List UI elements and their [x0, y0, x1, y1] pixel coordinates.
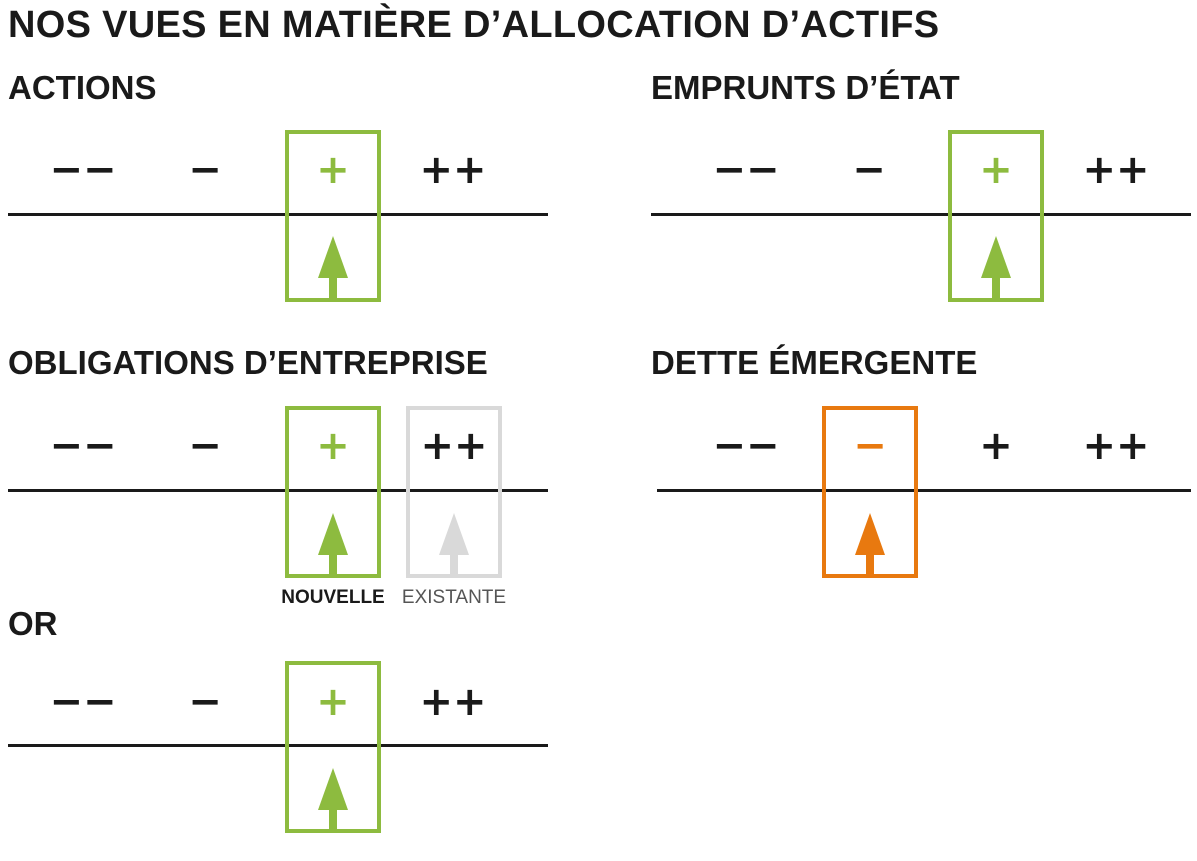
- selected-view-box: [285, 406, 381, 578]
- up-arrow-icon: [318, 236, 348, 298]
- selected-view-box: [822, 406, 918, 578]
- panel-title: OR: [8, 605, 58, 642]
- scale-strong-negative: −−: [712, 423, 780, 469]
- scale-strong-negative: −−: [712, 147, 780, 193]
- selected-view-box: [285, 661, 381, 833]
- panel-or: OR −− − + ++: [8, 604, 553, 854]
- panel-title: ACTIONS: [8, 69, 157, 106]
- panel-actions: ACTIONS −− − + ++: [8, 68, 553, 318]
- scale-negative: −: [188, 679, 222, 725]
- scale-strong-positive: ++: [1082, 147, 1150, 193]
- up-arrow-icon: [981, 236, 1011, 298]
- scale-negative: −: [852, 147, 886, 193]
- up-arrow-icon: [855, 513, 885, 575]
- scale-positive: +: [316, 147, 350, 193]
- panel-title: DETTE ÉMERGENTE: [651, 344, 978, 381]
- scale-strong-negative: −−: [49, 423, 117, 469]
- panel-title: OBLIGATIONS D’ENTREPRISE: [8, 344, 488, 381]
- scale-strong-positive: ++: [419, 679, 487, 725]
- panel-emprunts: EMPRUNTS D’ÉTAT −− − + ++: [651, 68, 1196, 318]
- new-view-caption: NOUVELLE: [281, 587, 385, 608]
- existing-view-caption: EXISTANTE: [401, 587, 507, 608]
- scale-strong-positive: ++: [419, 147, 487, 193]
- selected-view-box: [948, 130, 1044, 302]
- scale-negative: −: [188, 147, 222, 193]
- scale-line: [657, 489, 1191, 492]
- scale-positive: +: [316, 679, 350, 725]
- scale-line: [8, 489, 548, 492]
- scale-line: [8, 744, 548, 747]
- scale-line: [8, 213, 548, 216]
- existing-up-arrow-icon: [439, 513, 469, 575]
- scale-strong-negative: −−: [49, 679, 117, 725]
- scale-negative: −: [853, 423, 887, 469]
- scale-strong-negative: −−: [49, 147, 117, 193]
- selected-view-box: [285, 130, 381, 302]
- scale-strong-positive: ++: [420, 423, 488, 469]
- page-title: NOS VUES EN MATIÈRE D’ALLOCATION D’ACTIF…: [8, 4, 940, 46]
- scale-positive: +: [316, 423, 350, 469]
- up-arrow-icon: [318, 768, 348, 830]
- panel-obligations: OBLIGATIONS D’ENTREPRISE −− − + ++ NOUVE…: [8, 343, 553, 613]
- scale-positive: +: [979, 147, 1013, 193]
- panel-title: EMPRUNTS D’ÉTAT: [651, 69, 960, 106]
- scale-line: [651, 213, 1191, 216]
- scale-positive: +: [979, 423, 1013, 469]
- scale-negative: −: [188, 423, 222, 469]
- panel-dette: DETTE ÉMERGENTE −− − + ++: [651, 343, 1196, 593]
- up-arrow-icon: [318, 513, 348, 575]
- scale-strong-positive: ++: [1082, 423, 1150, 469]
- existing-view-box: [406, 406, 502, 578]
